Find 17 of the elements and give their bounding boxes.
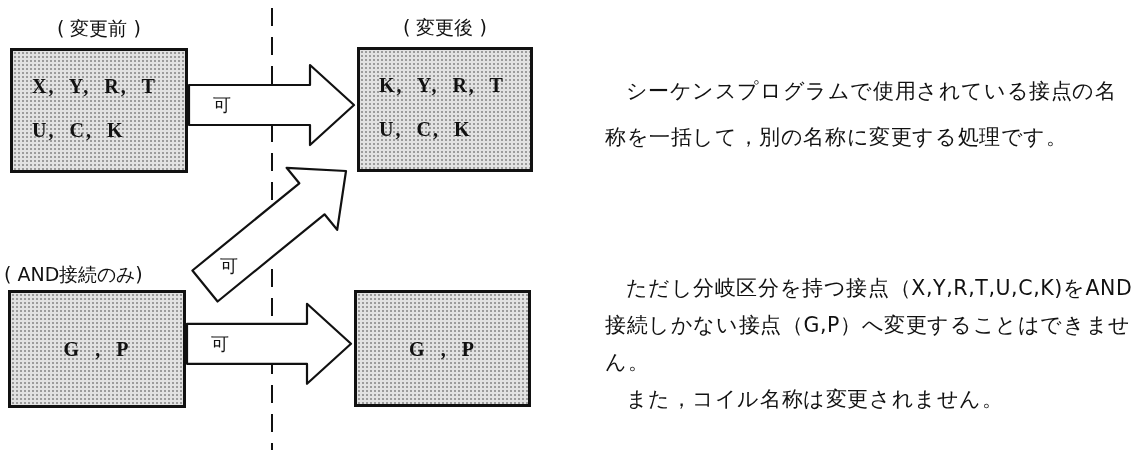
contact-names: X, Y, R, T U, C, K: [32, 74, 158, 143]
box-heading: ( AND接続のみ): [4, 262, 144, 287]
block-arrow: [185, 302, 353, 385]
edge-label: 可: [211, 333, 229, 354]
block-arrow: [187, 63, 356, 147]
contact-names: G , P: [62, 337, 132, 362]
contact-box: [354, 290, 531, 407]
edge-label: 可: [213, 95, 231, 115]
description-paragraph: ただし分岐区分を持つ接点（X,Y,R,T,U,C,K)をAND接続しかない接点（G,P）へ変更することはできません。: [605, 275, 1134, 376]
contact-names: K, Y, R, T U, C, K: [379, 73, 506, 142]
box-heading: ( 変更前 ): [56, 16, 142, 41]
description-paragraph: シーケンスプログラムで使用されている接点の名称を一括して，別の名称に変更する処理です。: [605, 78, 1118, 151]
box-heading: ( 変更後 ): [402, 15, 488, 40]
description-paragraph: また，コイル名称は変更されません。: [624, 386, 1005, 413]
block-arrow: [191, 166, 348, 303]
contact-names: G , P: [408, 337, 477, 362]
edge-label: 可: [220, 256, 238, 276]
